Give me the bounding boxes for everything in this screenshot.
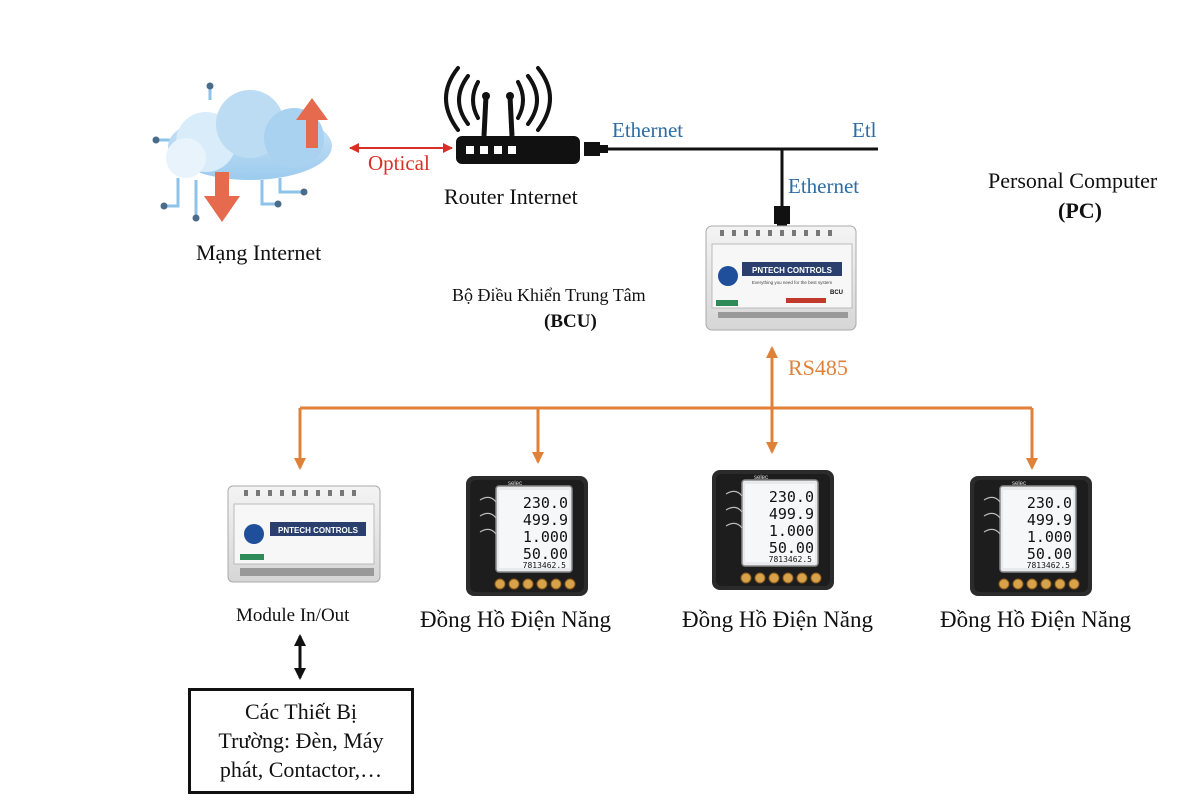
bcu-abbr-label: (BCU) (544, 311, 597, 332)
ethernet-label-2: Etl (852, 118, 877, 142)
router-label: Router Internet (444, 184, 578, 209)
module-brand-text: PNTECH CONTROLS (278, 526, 359, 535)
field-devices-line-3: phát, Contactor,… (219, 757, 383, 782)
power-meter-icon (969, 475, 1093, 597)
bcu-model-text: BCU (830, 290, 843, 296)
rs485-label: RS485 (788, 355, 848, 380)
cloud-icon (152, 82, 332, 222)
pc-label: Personal Computer (988, 168, 1158, 193)
internet-label: Mạng Internet (196, 240, 322, 265)
bcu-controller-icon: PNTECH CONTROLS Everything you need for … (705, 225, 857, 331)
field-devices-line-1: Các Thiết Bị (244, 699, 358, 724)
bcu-brand-text: PNTECH CONTROLS (752, 266, 833, 275)
io-module-icon: PNTECH CONTROLS (227, 485, 381, 583)
meter-label-3: Đồng Hồ Điện Năng (940, 607, 1131, 632)
power-meter-icon (711, 469, 835, 591)
pc-abbr-label: (PC) (1058, 198, 1102, 223)
ethernet-label-1: Ethernet (612, 118, 684, 142)
power-meter-icon (465, 475, 589, 597)
bcu-label: Bộ Điều Khiển Trung Tâm (452, 285, 646, 305)
meter-label-2: Đồng Hồ Điện Năng (682, 607, 873, 632)
bcu-tagline-text: Everything you need for the best system (752, 280, 833, 285)
field-devices-line-2: Trường: Đèn, Máy (218, 728, 384, 753)
module-label: Module In/Out (236, 605, 350, 626)
meter-label-1: Đồng Hồ Điện Năng (420, 607, 611, 632)
ethernet-label-3: Ethernet (788, 174, 860, 198)
optical-label: Optical (368, 151, 430, 175)
ethernet-plug-icon (584, 142, 790, 230)
field-devices-box: Các Thiết Bị Trường: Đèn, Máy phát, Cont… (188, 688, 414, 794)
router-icon (444, 66, 580, 164)
